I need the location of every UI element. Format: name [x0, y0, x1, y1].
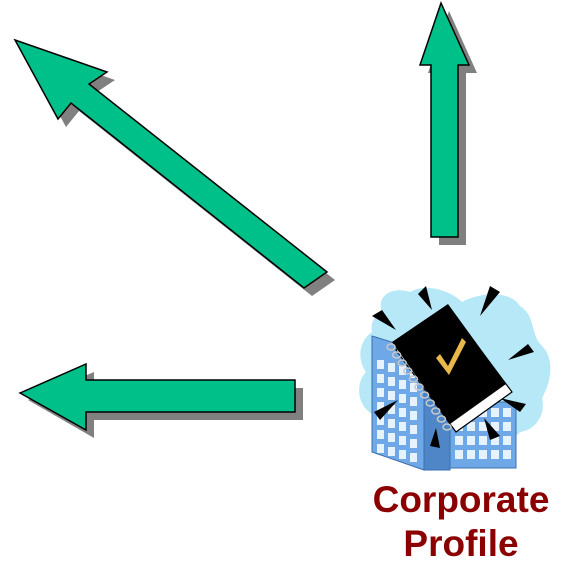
arrow-up	[418, 0, 477, 245]
spiral-ring	[408, 375, 419, 383]
building-window	[399, 380, 406, 389]
building-window	[491, 436, 499, 445]
spiral-ring	[397, 359, 407, 367]
building-window	[377, 374, 384, 383]
building-window	[410, 411, 417, 420]
arrow-left	[18, 362, 303, 438]
spiral-ring	[442, 423, 452, 431]
building-window	[503, 408, 511, 417]
burst-rays	[372, 286, 534, 448]
spiral-ring	[436, 415, 447, 423]
building-window	[479, 422, 487, 431]
spiral-ring	[386, 343, 396, 351]
spiral-ring	[414, 383, 424, 391]
arrow-left-body	[18, 362, 296, 432]
building-window	[388, 363, 395, 372]
building-window	[399, 422, 406, 431]
caption-line-2: Profile	[403, 523, 519, 564]
building-window	[503, 450, 511, 459]
building-window	[377, 360, 384, 369]
building-window	[388, 391, 395, 400]
building-window	[410, 397, 417, 406]
building-window	[388, 447, 395, 456]
building-window	[410, 453, 417, 462]
building-window	[410, 383, 417, 392]
building-window	[388, 419, 395, 428]
arrow-up-left	[13, 38, 335, 296]
building-window	[377, 430, 384, 439]
spiral-ring	[419, 391, 430, 399]
arrow-up-left-body	[13, 38, 329, 289]
spiral-ring	[431, 407, 441, 415]
corporate-profile-icon	[359, 286, 551, 471]
arrow-up-body	[418, 0, 471, 238]
building-window	[479, 450, 487, 459]
building-window	[467, 422, 475, 431]
building-window	[491, 422, 499, 431]
building-window	[503, 436, 511, 445]
building-window	[399, 366, 406, 375]
building-window	[388, 405, 395, 414]
building-window	[503, 422, 511, 431]
building-window	[467, 450, 475, 459]
book-icon	[386, 304, 513, 433]
building-window	[491, 450, 499, 459]
caption-line-1: Corporate	[372, 479, 550, 520]
spiral-ring	[403, 367, 413, 375]
check-mark-icon	[436, 338, 466, 375]
building-window	[491, 408, 499, 417]
building-window	[410, 439, 417, 448]
building-window	[377, 402, 384, 411]
building-window	[399, 436, 406, 445]
building-window	[410, 425, 417, 434]
spiral-ring	[425, 399, 435, 407]
building-window	[377, 444, 384, 453]
building-window	[479, 436, 487, 445]
building-window	[388, 377, 395, 386]
building-window	[399, 394, 406, 403]
building-window	[399, 408, 406, 417]
spiral-ring	[391, 351, 402, 359]
corporate-profile-caption: Corporate Profile	[356, 478, 566, 566]
building-window	[388, 433, 395, 442]
building-window	[399, 450, 406, 459]
building-window	[377, 416, 384, 425]
building-window	[455, 436, 463, 445]
book-spiral	[386, 343, 452, 431]
building-window	[455, 450, 463, 459]
building-window	[377, 388, 384, 397]
building-window	[467, 436, 475, 445]
